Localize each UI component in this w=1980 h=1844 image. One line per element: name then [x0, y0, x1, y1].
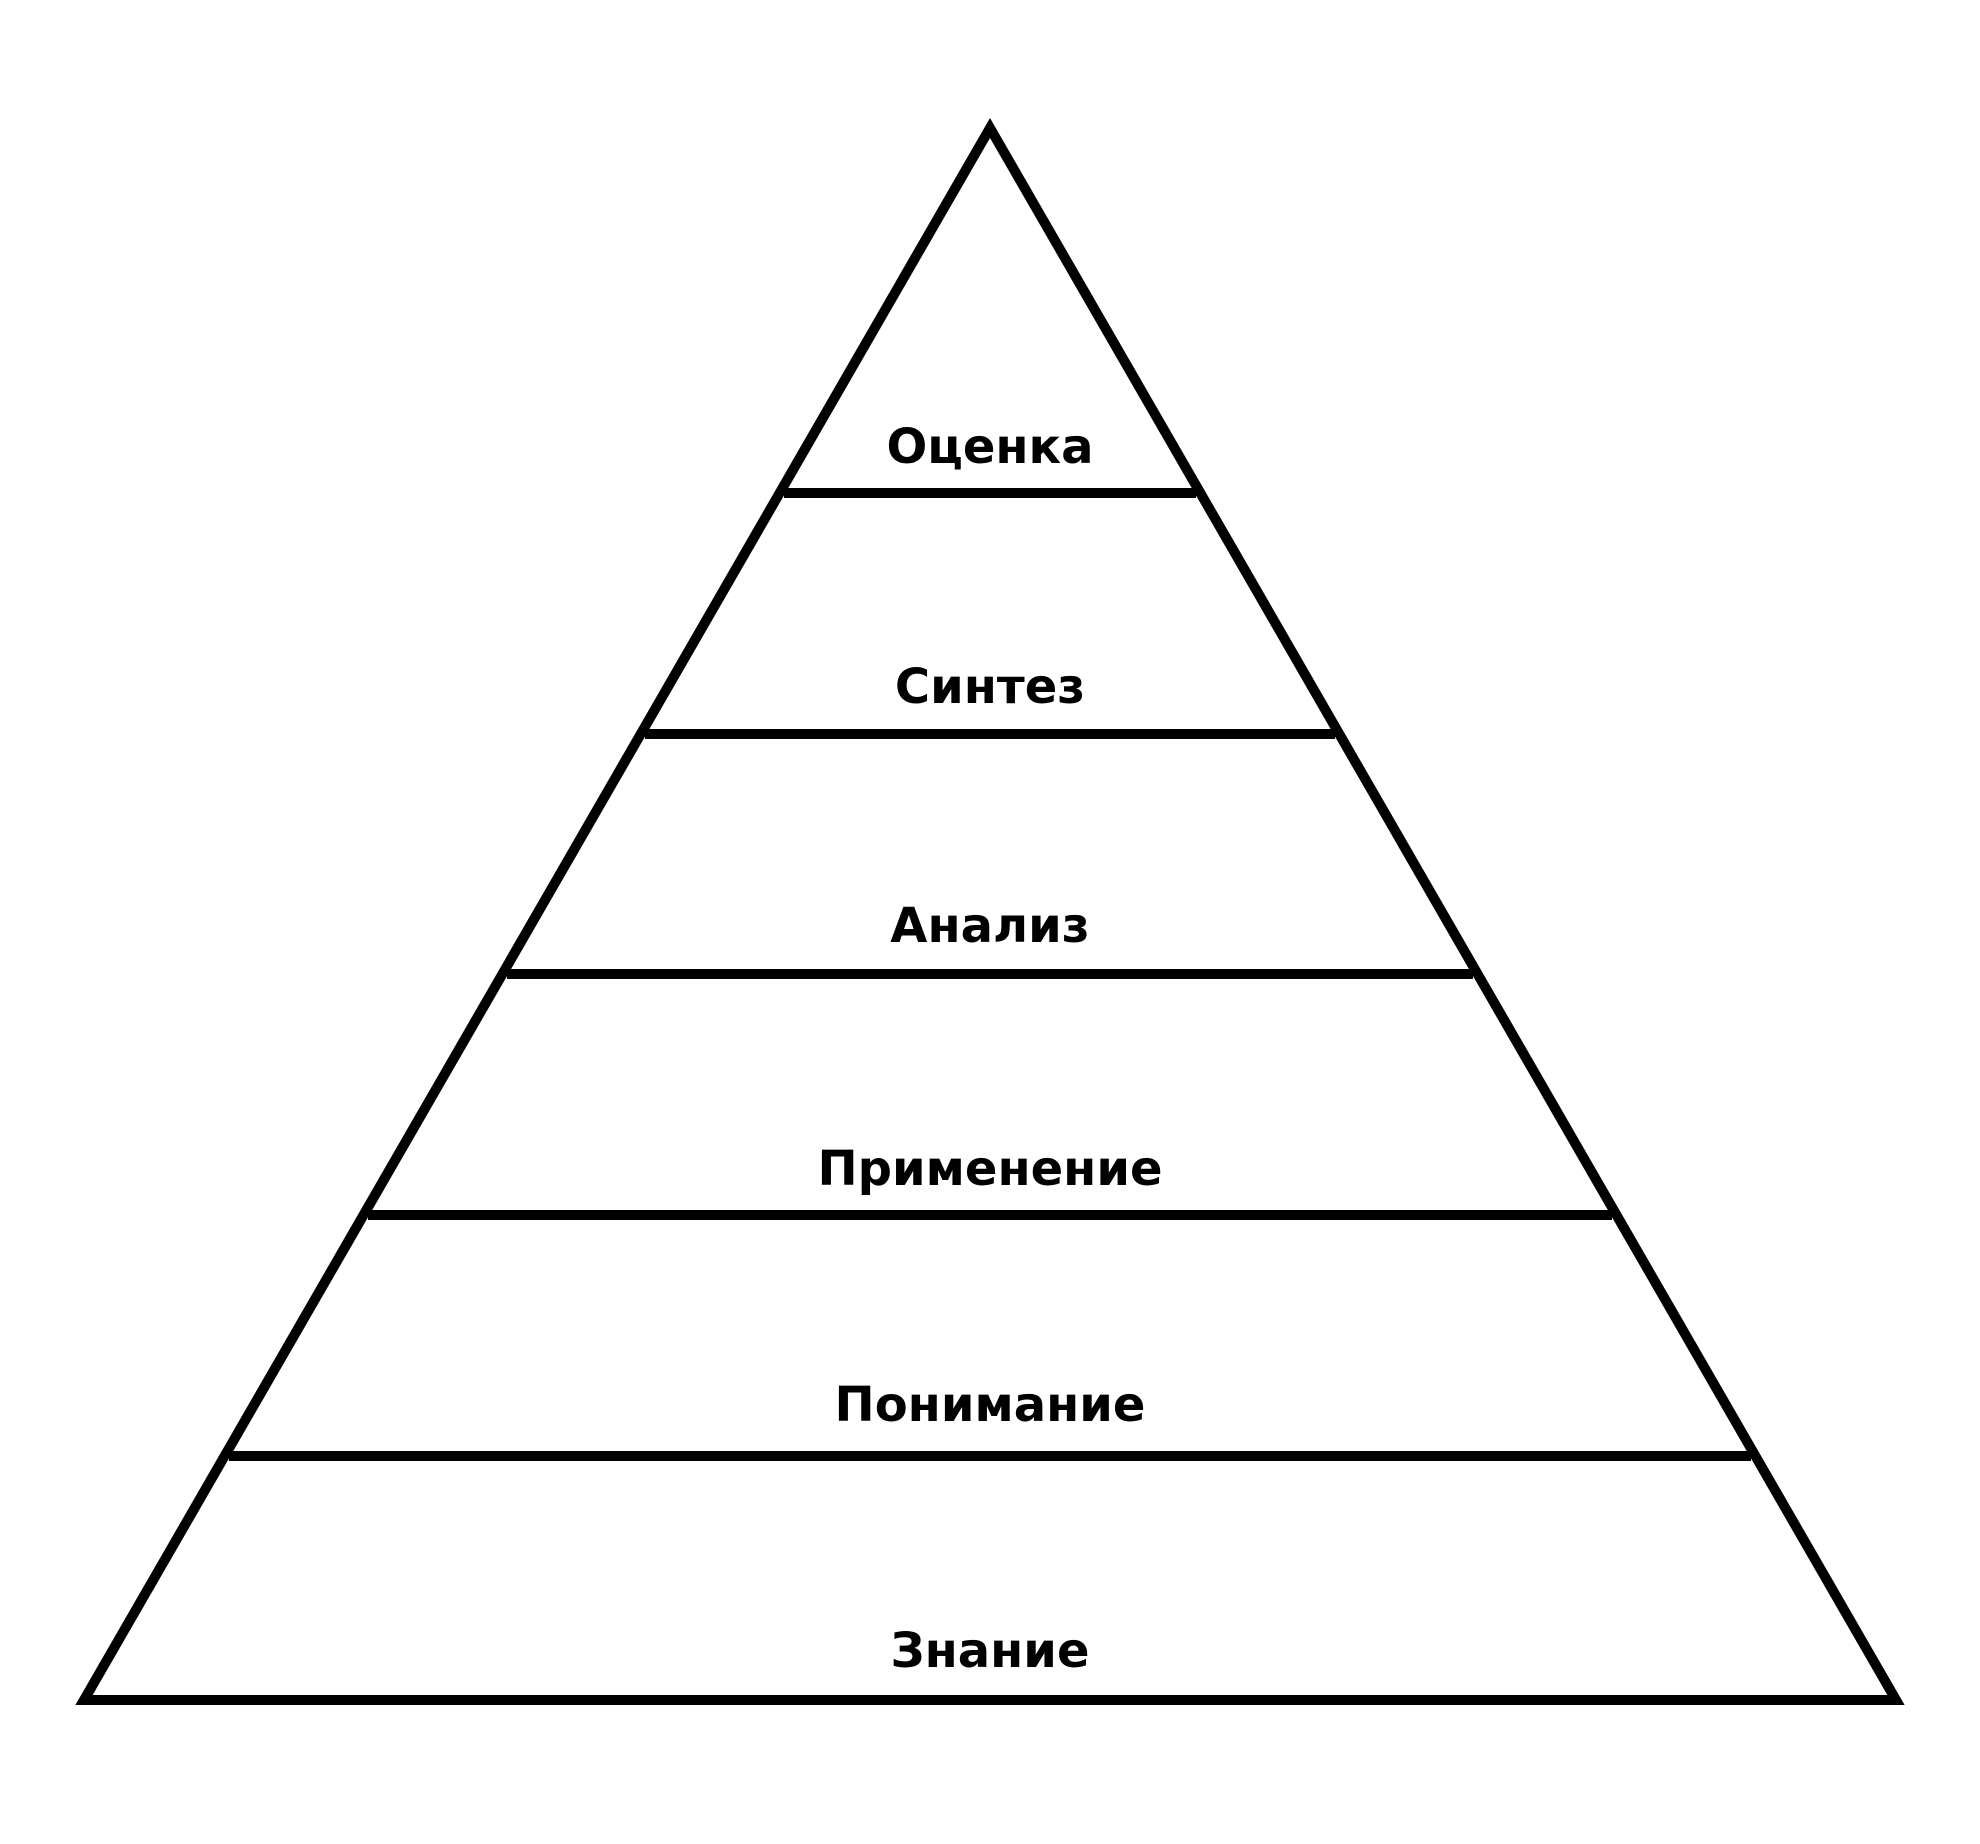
tier-label-synthesis: Синтез [895, 659, 1085, 715]
tier-label-analysis: Анализ [890, 898, 1089, 954]
pyramid-outline [75, 117, 1905, 1705]
tier-label-evaluation: Оценка [886, 419, 1093, 475]
tier-label-application: Применение [817, 1141, 1162, 1197]
tier-label-knowledge: Знание [890, 1623, 1089, 1679]
tier-label-comprehension: Понимание [835, 1377, 1146, 1433]
